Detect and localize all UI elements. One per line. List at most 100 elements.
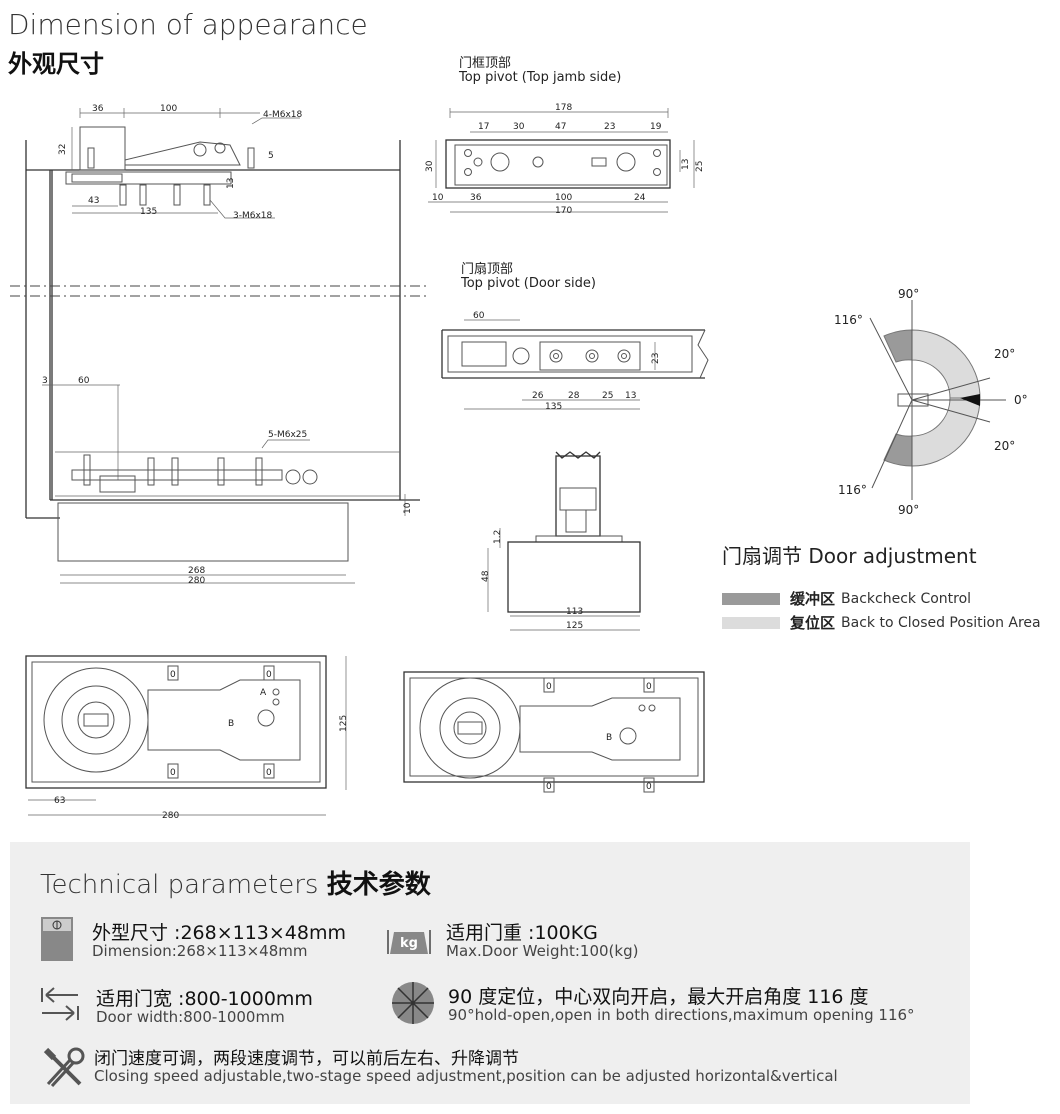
- dim-135: 135: [140, 207, 157, 217]
- dim-1.2: 1.2: [493, 530, 503, 544]
- door-side-view: 60 23 26 28 25 13 135: [441, 311, 709, 412]
- mark-0-7: 0: [546, 782, 552, 792]
- mark-0-2: 0: [266, 670, 272, 680]
- angle-116-bottom: 116°: [838, 483, 867, 497]
- dim-63: 63: [54, 796, 65, 806]
- top-jamb-view: 178 17 30 47 23 19 30 13 25 10 36 100 24…: [425, 103, 705, 216]
- plan-view-left: 0 0 0 0 A B 125 63 280: [25, 655, 349, 821]
- dim-36: 36: [470, 193, 482, 203]
- dim-60: 60: [473, 311, 485, 321]
- technical-parameters-panel: Technical parameters 技术参数 外型尺寸 :268×113×…: [10, 842, 970, 1104]
- dim-10: 10: [403, 502, 413, 514]
- dim-10: 10: [432, 193, 444, 203]
- legend-backcheck: 缓冲区 Backcheck Control: [722, 588, 971, 609]
- kg-weight-icon: kg: [386, 924, 432, 958]
- label-4-M6x18: 4-M6x18: [263, 110, 303, 120]
- legend-backcheck-cn: 缓冲区: [790, 590, 836, 608]
- angle-diagram: 90° 116° 20° 0° 20° 116° 90°: [834, 287, 1028, 517]
- mark-B-2: B: [606, 733, 612, 743]
- mark-0-6: 0: [646, 682, 652, 692]
- param-hold-open-en: 90°hold-open,open in both directions,max…: [448, 1006, 915, 1024]
- dim-30-v: 30: [425, 160, 435, 172]
- dim-47: 47: [555, 122, 566, 132]
- dim-5: 5: [268, 151, 274, 161]
- dim-23: 23: [604, 122, 615, 132]
- dim-25-v: 25: [695, 161, 705, 172]
- page-title-en: Dimension of appearance: [8, 8, 368, 41]
- dim-125: 125: [566, 621, 583, 631]
- mark-0-1: 0: [170, 670, 176, 680]
- door-width-arrows-icon: [41, 987, 79, 1021]
- dim-268: 268: [188, 566, 205, 576]
- dim-100: 100: [160, 104, 177, 114]
- dim-48: 48: [481, 570, 491, 582]
- dim-24: 24: [634, 193, 646, 203]
- legend-closed-position: 复位区 Back to Closed Position Area: [722, 612, 1041, 633]
- tech-title: Technical parameters 技术参数: [40, 864, 431, 901]
- dim-25: 25: [602, 391, 613, 401]
- dim-280: 280: [162, 811, 179, 821]
- dim-43: 43: [88, 196, 99, 206]
- dim-13: 13: [226, 178, 236, 189]
- plan-view-right: 0 0 0 0 B: [403, 671, 705, 793]
- tools-wrench-icon: [43, 1047, 85, 1088]
- param-dimension-en: Dimension:268×113×48mm: [92, 942, 308, 960]
- label-3-M6x18: 3-M6x18: [233, 211, 273, 221]
- angle-90-bottom: 90°: [898, 503, 919, 517]
- dimension-box-icon: [41, 917, 73, 961]
- dim-36: 36: [92, 104, 104, 114]
- dim-135: 135: [545, 402, 562, 412]
- mark-0-5: 0: [546, 682, 552, 692]
- kg-icon-text: kg: [400, 936, 418, 951]
- angle-116-top: 116°: [834, 313, 863, 327]
- mark-B: B: [228, 719, 234, 729]
- dim-13: 13: [625, 391, 636, 401]
- main-elevation-view: 36 100 32 4-M6x18 5 13 43 135 3-M6x18 3 …: [10, 104, 430, 586]
- label-5-M6x25: 5-M6x25: [268, 430, 307, 440]
- param-door-width-cn: 适用门宽 :800-1000mm: [96, 988, 313, 1010]
- mark-0-3: 0: [170, 768, 176, 778]
- dim-170: 170: [555, 206, 572, 216]
- dim-23: 23: [651, 353, 661, 364]
- legend-swatch-dark: [722, 592, 780, 605]
- angle-0: 0°: [1014, 393, 1028, 407]
- mark-A: A: [260, 688, 267, 698]
- dim-26: 26: [532, 391, 544, 401]
- mark-0-8: 0: [646, 782, 652, 792]
- dim-28: 28: [568, 391, 580, 401]
- param-door-width-en: Door width:800-1000mm: [96, 1008, 285, 1026]
- dim-280: 280: [188, 576, 205, 586]
- top-jamb-title-cn: 门框顶部: [459, 56, 512, 71]
- dim-19: 19: [650, 122, 662, 132]
- param-speed-en: Closing speed adjustable,two-stage speed…: [94, 1067, 838, 1085]
- angle-20-bottom: 20°: [994, 439, 1015, 453]
- tech-title-en: Technical parameters: [40, 870, 319, 900]
- angle-20-top: 20°: [994, 347, 1015, 361]
- rotation-wheel-icon: [392, 982, 434, 1024]
- dim-30: 30: [513, 122, 525, 132]
- door-side-title-en: Top pivot (Door side): [461, 276, 596, 291]
- legend-closed-cn: 复位区: [790, 614, 836, 632]
- dim-3: 3: [42, 376, 48, 386]
- dim-178: 178: [555, 103, 572, 113]
- side-elevation-view: 1.2 48 113 125: [481, 451, 641, 631]
- dim-125: 125: [339, 715, 349, 732]
- tech-title-cn: 技术参数: [326, 870, 431, 900]
- param-weight-en: Max.Door Weight:100(kg): [446, 942, 639, 960]
- technical-drawings: 36 100 32 4-M6x18 5 13 43 135 3-M6x18 3 …: [10, 103, 1028, 821]
- param-dimension-cn: 外型尺寸 :268×113×48mm: [92, 922, 347, 944]
- dim-32: 32: [58, 144, 68, 155]
- param-speed-cn: 闭门速度可调，两段速度调节，可以前后左右、升降调节: [94, 1049, 519, 1069]
- legend-swatch-light: [722, 616, 780, 629]
- dim-100: 100: [555, 193, 572, 203]
- dim-60: 60: [78, 376, 90, 386]
- door-side-title-cn: 门扇顶部: [461, 262, 514, 277]
- param-weight-cn: 适用门重 :100KG: [446, 922, 598, 944]
- legend-backcheck-en: Backcheck Control: [841, 590, 972, 607]
- top-jamb-title-en: Top pivot (Top jamb side): [459, 70, 622, 85]
- mark-0-4: 0: [266, 768, 272, 778]
- angle-90-top: 90°: [898, 287, 919, 301]
- param-hold-open-cn: 90 度定位，中心双向开启，最大开启角度 116 度: [448, 986, 869, 1008]
- legend-closed-en: Back to Closed Position Area: [841, 614, 1041, 631]
- door-adjustment-title: 门扇调节 Door adjustment: [722, 544, 977, 568]
